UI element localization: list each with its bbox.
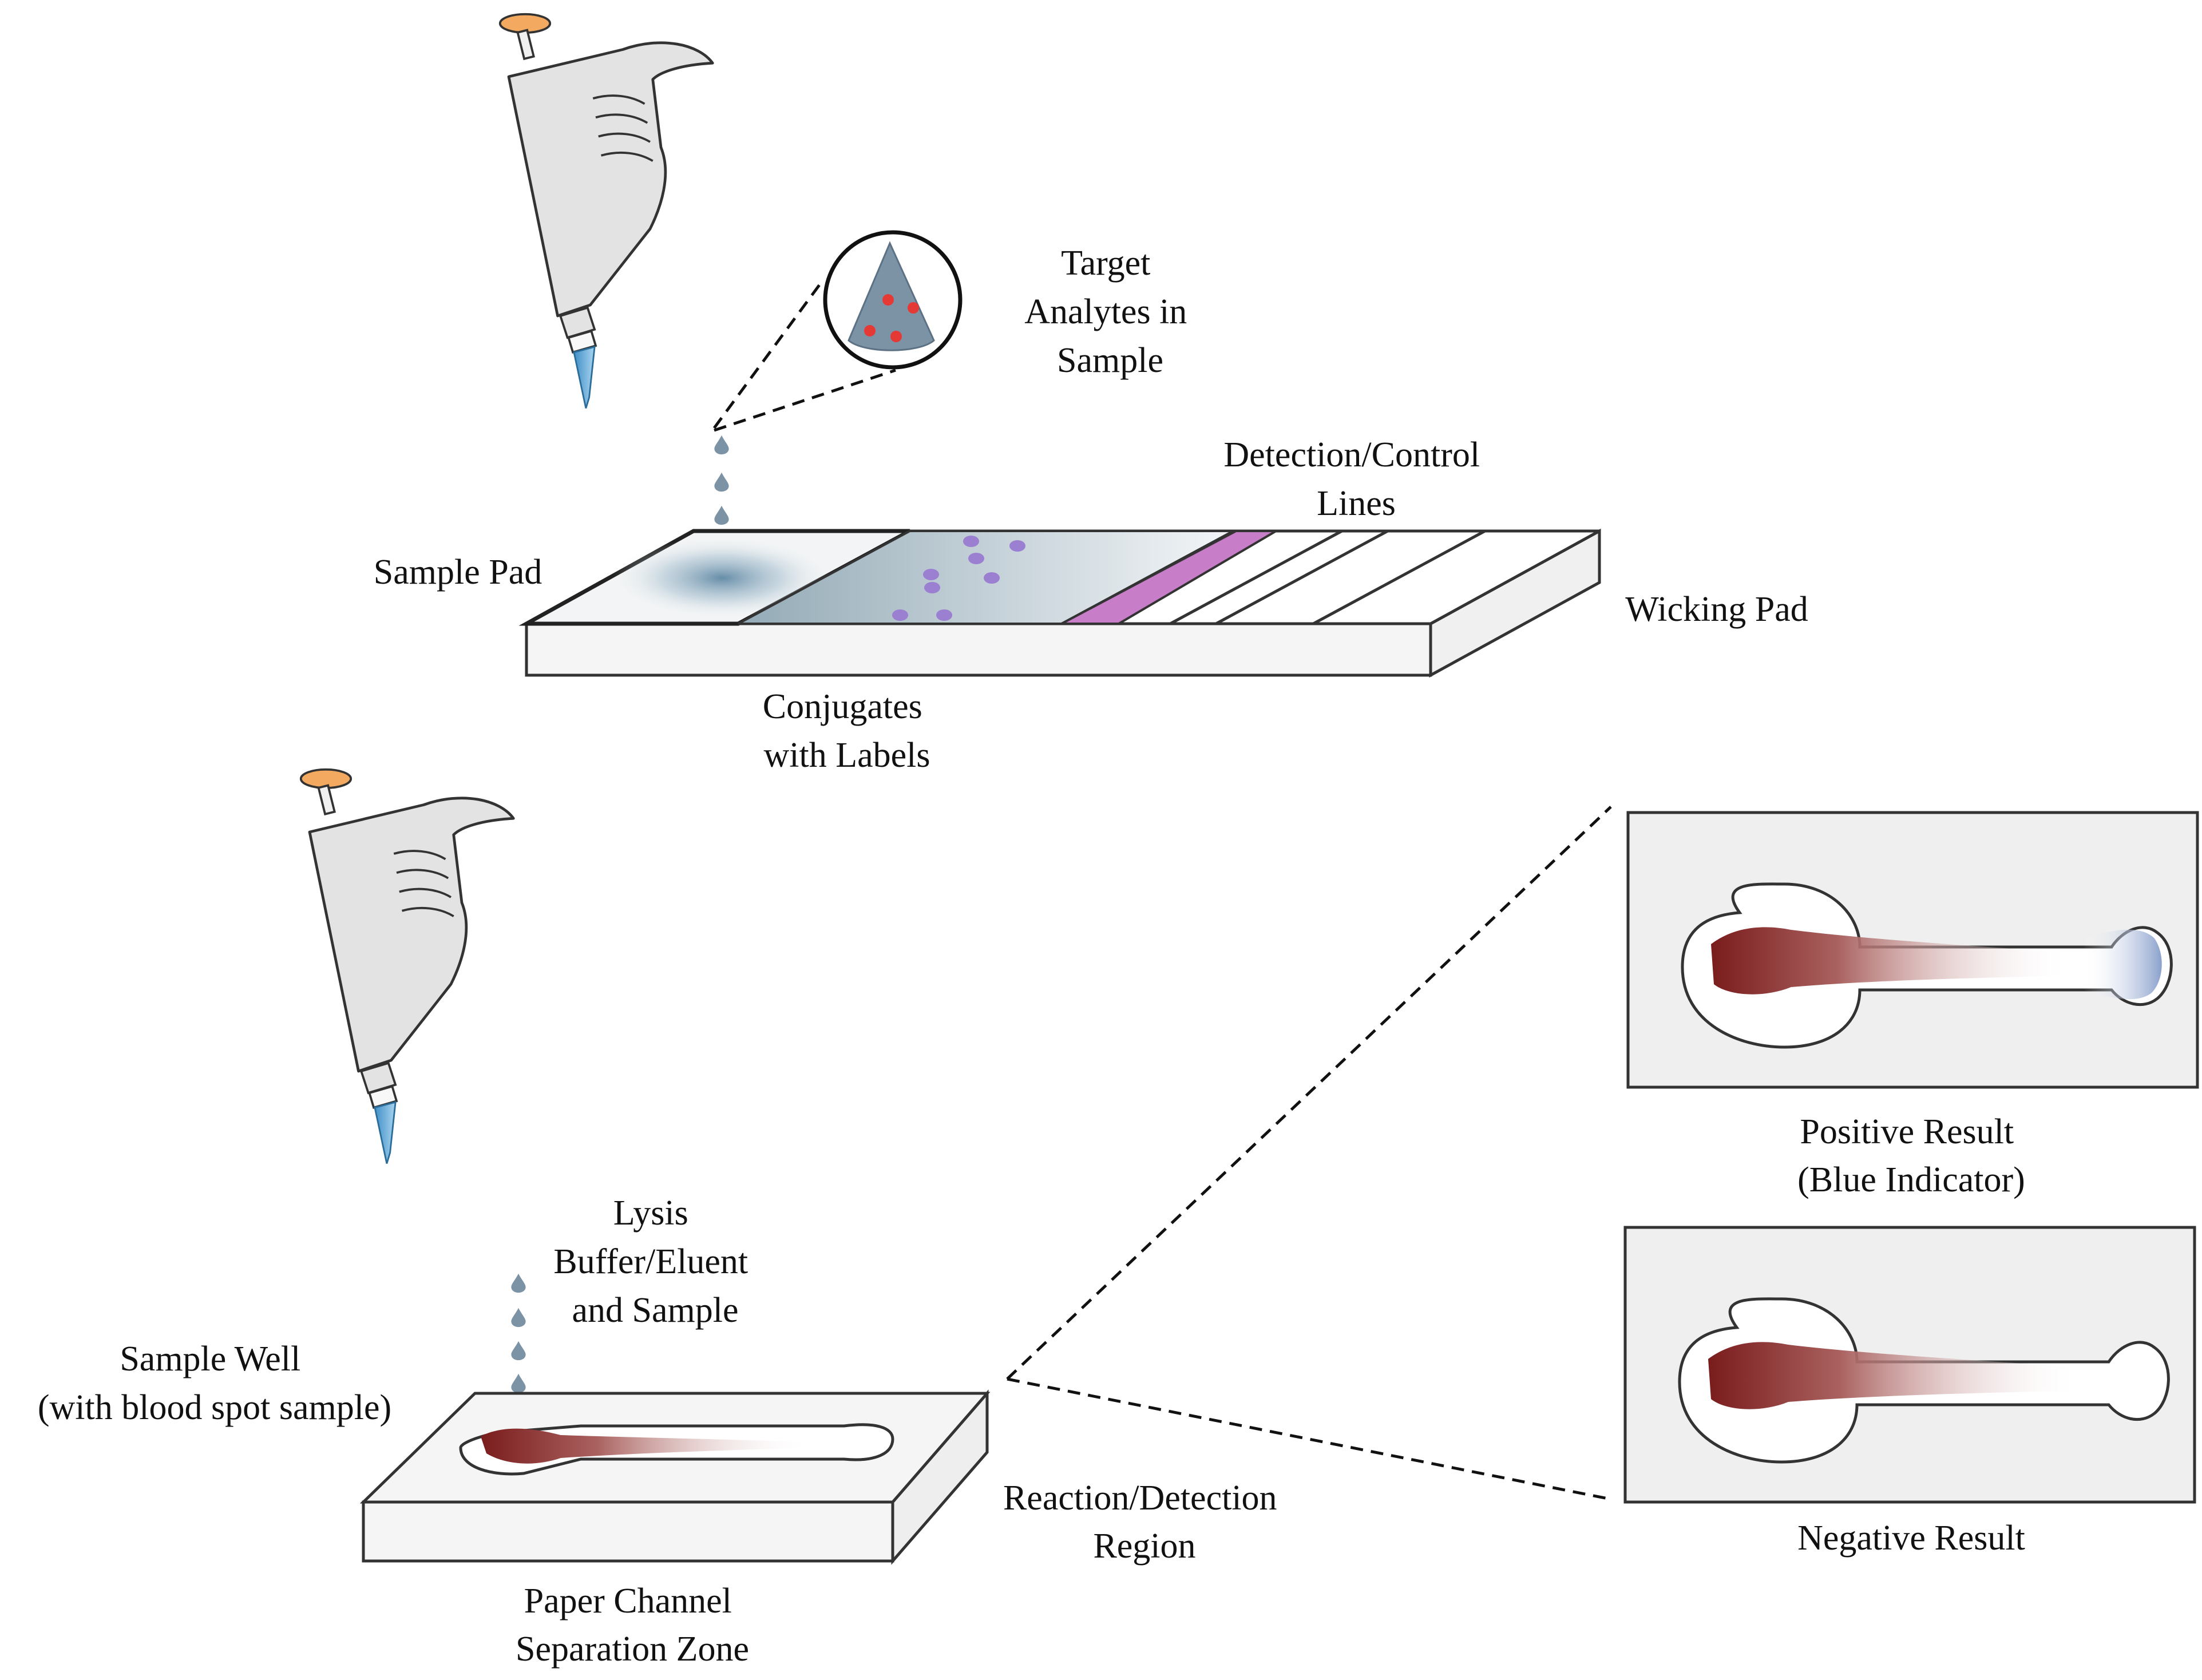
test-band — [1061, 530, 1281, 625]
paper-channel-label: Paper Channel Separation Zone — [516, 1582, 749, 1669]
sample-well-label: Sample Well (with blood spot sample) — [38, 1340, 391, 1427]
lysis-buffer-label: Lysis Buffer/Eluent and Sample — [553, 1194, 757, 1330]
conjugate-dot — [963, 536, 979, 547]
reaction-detection-label: Reaction/Detection Region — [1003, 1479, 1286, 1566]
conjugate-dot — [924, 582, 940, 593]
conjugate-dots — [892, 536, 1025, 621]
lateral-flow-strip — [518, 528, 1601, 678]
wicking-pad-label: Wicking Pad — [1625, 590, 1808, 629]
target-analytes-label: Target Analytes in Sample — [1024, 244, 1196, 380]
detection-control-label: Detection/Control Lines — [1223, 435, 1488, 523]
conjugate-dot — [1009, 540, 1025, 552]
conjugate-dot — [984, 572, 1000, 584]
conjugate-dot — [936, 609, 952, 621]
analyte-magnifier — [712, 230, 963, 432]
negative-result-panel — [1623, 1226, 2196, 1504]
analyte-dot — [908, 302, 919, 314]
bottom-pipette — [301, 770, 513, 1164]
blue-indicator — [2083, 929, 2162, 1000]
bottom-droplets — [511, 1273, 526, 1393]
zoom-lines — [1006, 806, 1612, 1501]
conjugates-label: Conjugates with Labels — [763, 687, 931, 775]
conjugate-dot — [923, 569, 939, 580]
conjugate-dot — [892, 609, 908, 621]
conjugate-dot — [968, 553, 984, 564]
analyte-dot — [864, 325, 876, 336]
sample-pad-label: Sample Pad — [374, 553, 542, 592]
analyte-dot — [890, 331, 902, 342]
analyte-dot — [882, 294, 894, 306]
positive-result-panel — [1626, 811, 2199, 1089]
top-pipette — [500, 14, 712, 409]
positive-result-label: Positive Result (Blue Indicator) — [1797, 1112, 2025, 1199]
negative-result-label: Negative Result — [1797, 1519, 2025, 1558]
paper-device — [359, 1389, 991, 1565]
